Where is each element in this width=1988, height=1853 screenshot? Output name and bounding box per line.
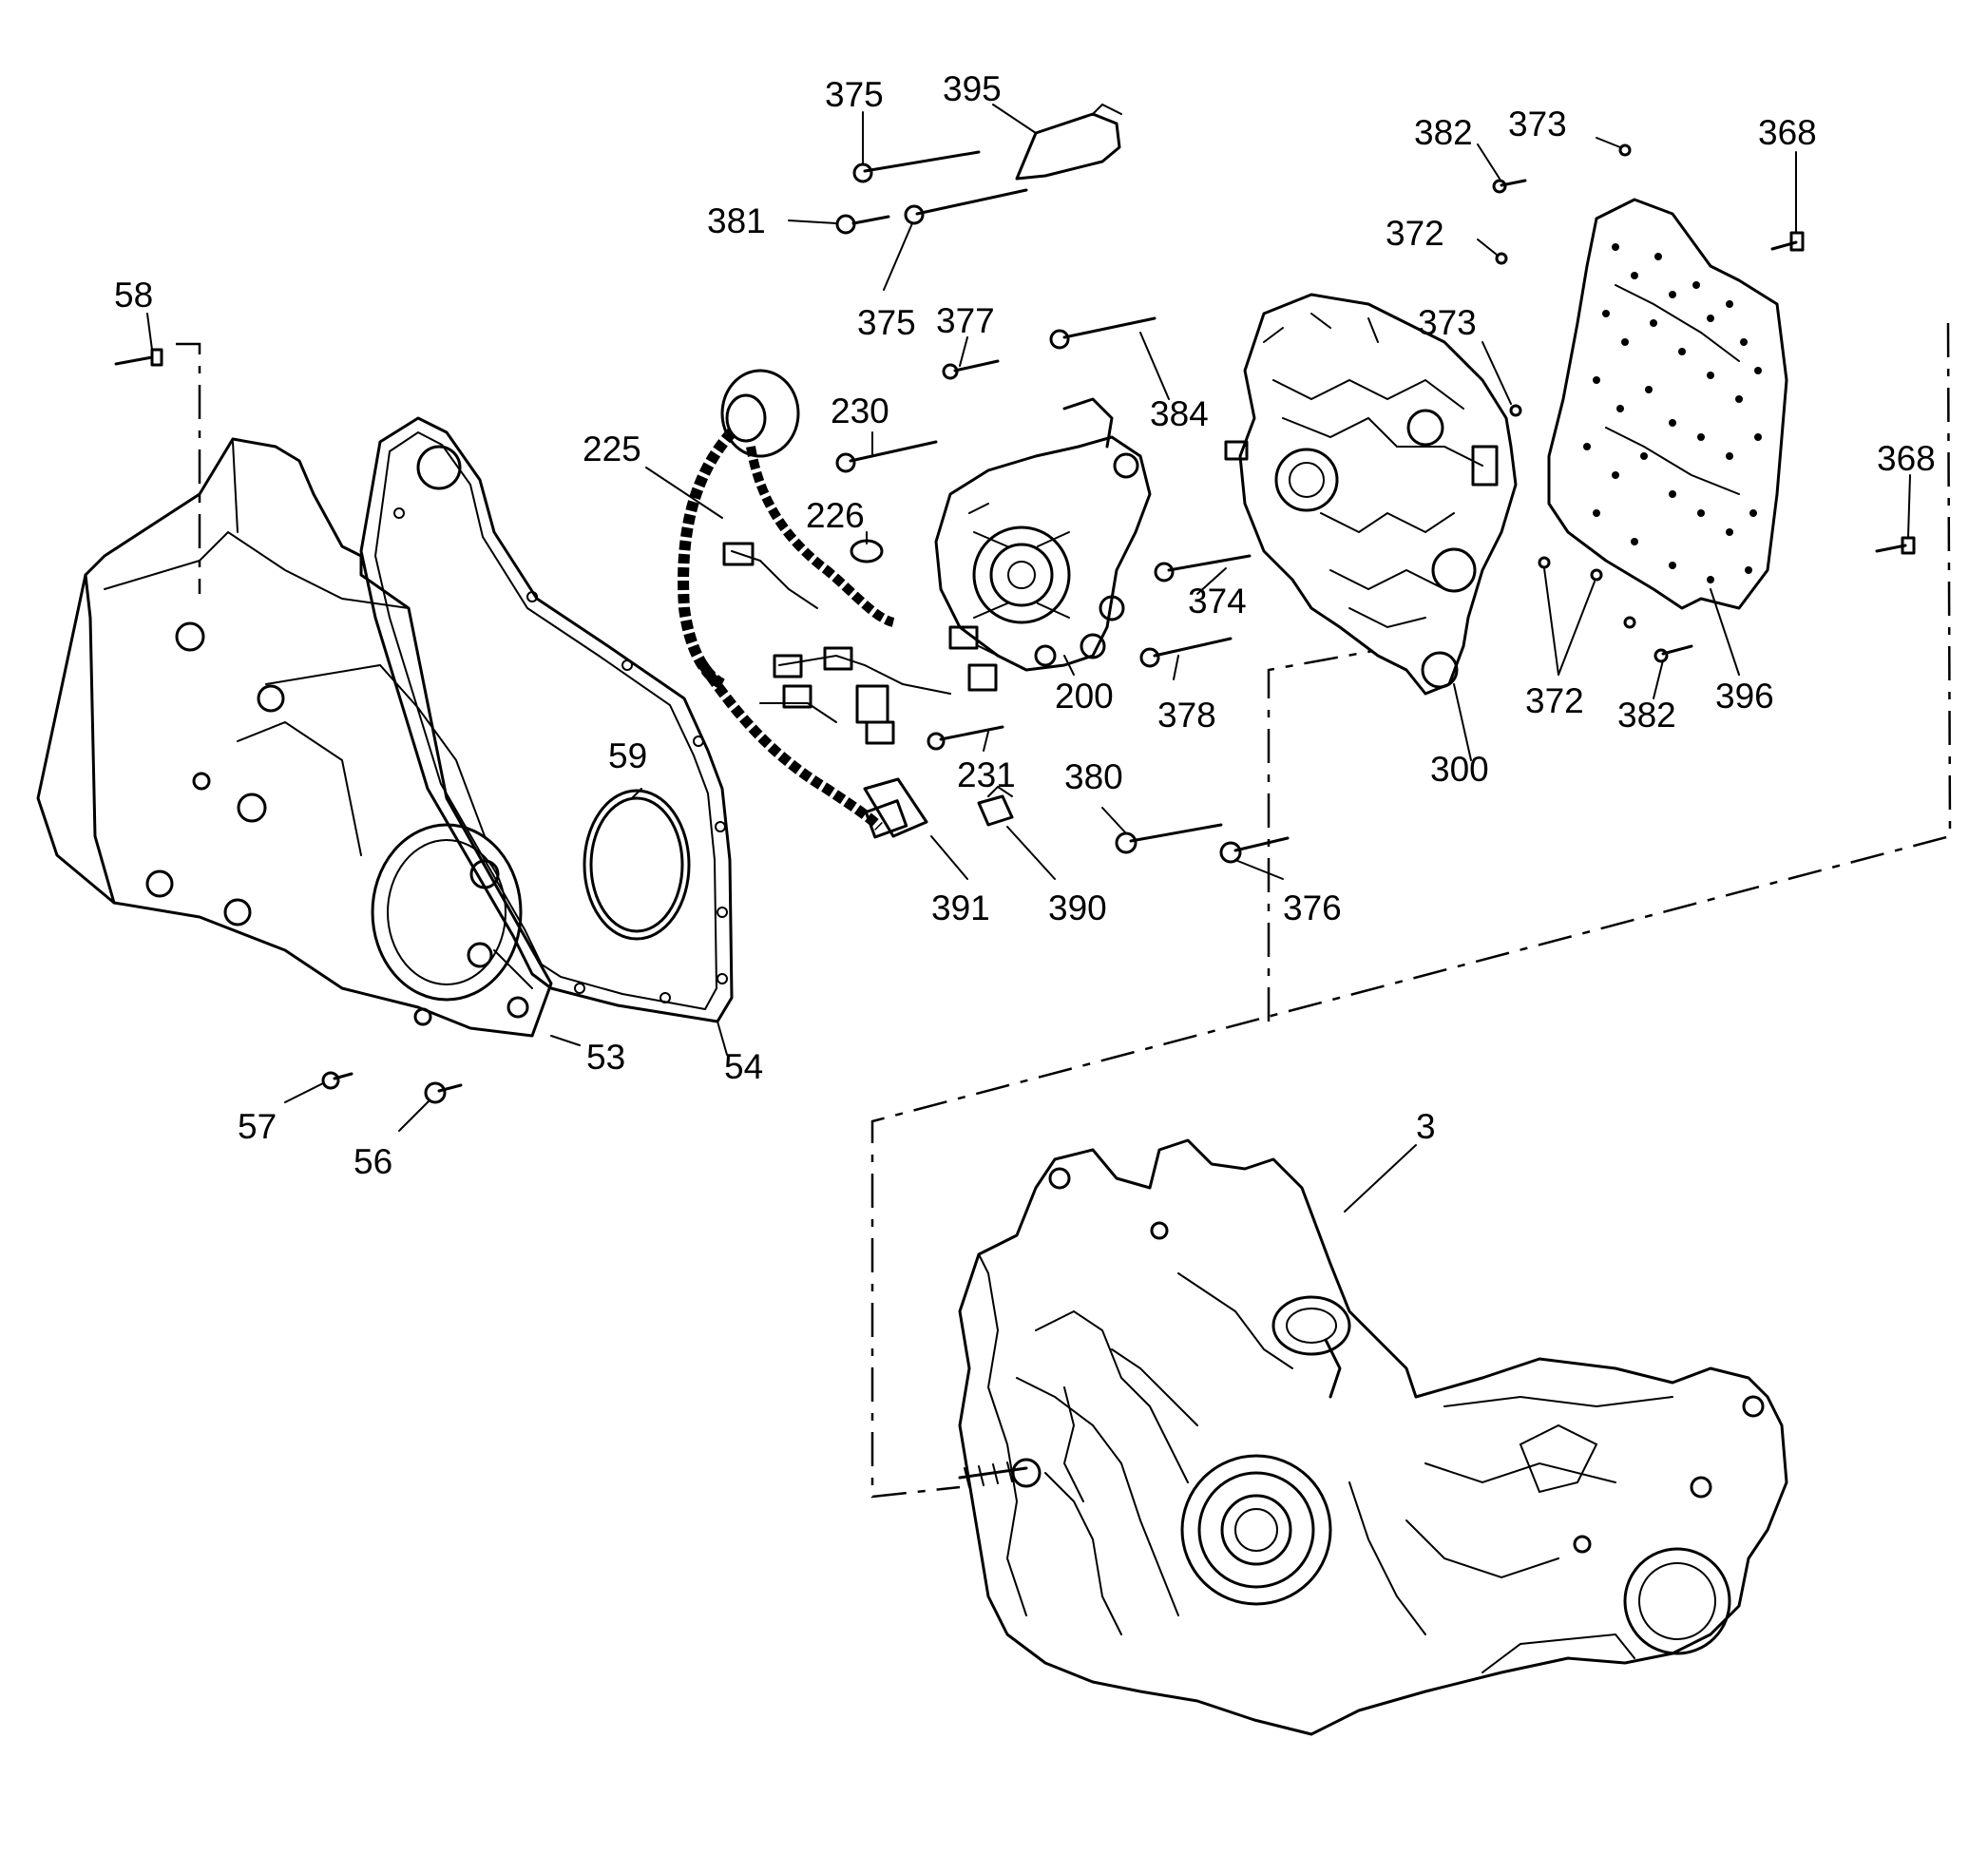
callout-3: 3 (1416, 1107, 1436, 1146)
callout-382: 382 (1617, 696, 1676, 735)
bolts (114, 103, 1916, 1104)
callout-57: 57 (238, 1107, 277, 1146)
callout-380: 380 (1064, 757, 1123, 796)
callout-372: 372 (1525, 681, 1584, 720)
callout-382: 382 (1414, 113, 1473, 152)
assembly-dashed-lines (176, 322, 1952, 1499)
callout-59: 59 (608, 736, 647, 775)
callout-377: 377 (936, 301, 995, 340)
callout-384: 384 (1150, 394, 1209, 433)
callout-375: 375 (857, 303, 916, 342)
callout-373: 373 (1418, 303, 1477, 342)
callout-390: 390 (1048, 888, 1107, 927)
callout-378: 378 (1157, 696, 1216, 735)
callout-54: 54 (724, 1047, 763, 1086)
callout-226: 226 (806, 496, 865, 535)
callout-200: 200 (1055, 677, 1114, 716)
leader-lines (146, 104, 1911, 1213)
spacer-plate-holes (1583, 243, 1762, 583)
wiring-harness (678, 369, 998, 838)
gasket (359, 416, 734, 1023)
seal-ring (583, 789, 691, 941)
callout-labels: 375 395 381 375 382 373 368 372 58 377 3… (114, 69, 1936, 1181)
callout-395: 395 (943, 69, 1002, 108)
valve-body (1224, 293, 1518, 696)
callout-368: 368 (1758, 113, 1817, 152)
side-cover (36, 437, 553, 1038)
transmission-assembly (958, 1138, 1788, 1736)
callout-372: 372 (1386, 214, 1444, 253)
callout-396: 396 (1715, 677, 1774, 716)
callout-376: 376 (1283, 888, 1342, 927)
callout-56: 56 (354, 1142, 392, 1181)
callout-375: 375 (825, 75, 884, 114)
callout-381: 381 (707, 201, 766, 240)
callout-391: 391 (931, 888, 990, 927)
callout-58: 58 (114, 276, 153, 315)
callout-231: 231 (957, 755, 1016, 794)
callout-230: 230 (831, 392, 889, 430)
callout-373: 373 (1508, 105, 1567, 143)
control-solenoid-body (934, 397, 1152, 672)
callout-374: 374 (1188, 582, 1247, 621)
callout-300: 300 (1430, 750, 1489, 789)
spacer-plate (1547, 198, 1788, 610)
callout-225: 225 (583, 430, 641, 468)
callout-368: 368 (1877, 439, 1936, 478)
callout-53: 53 (586, 1038, 625, 1077)
